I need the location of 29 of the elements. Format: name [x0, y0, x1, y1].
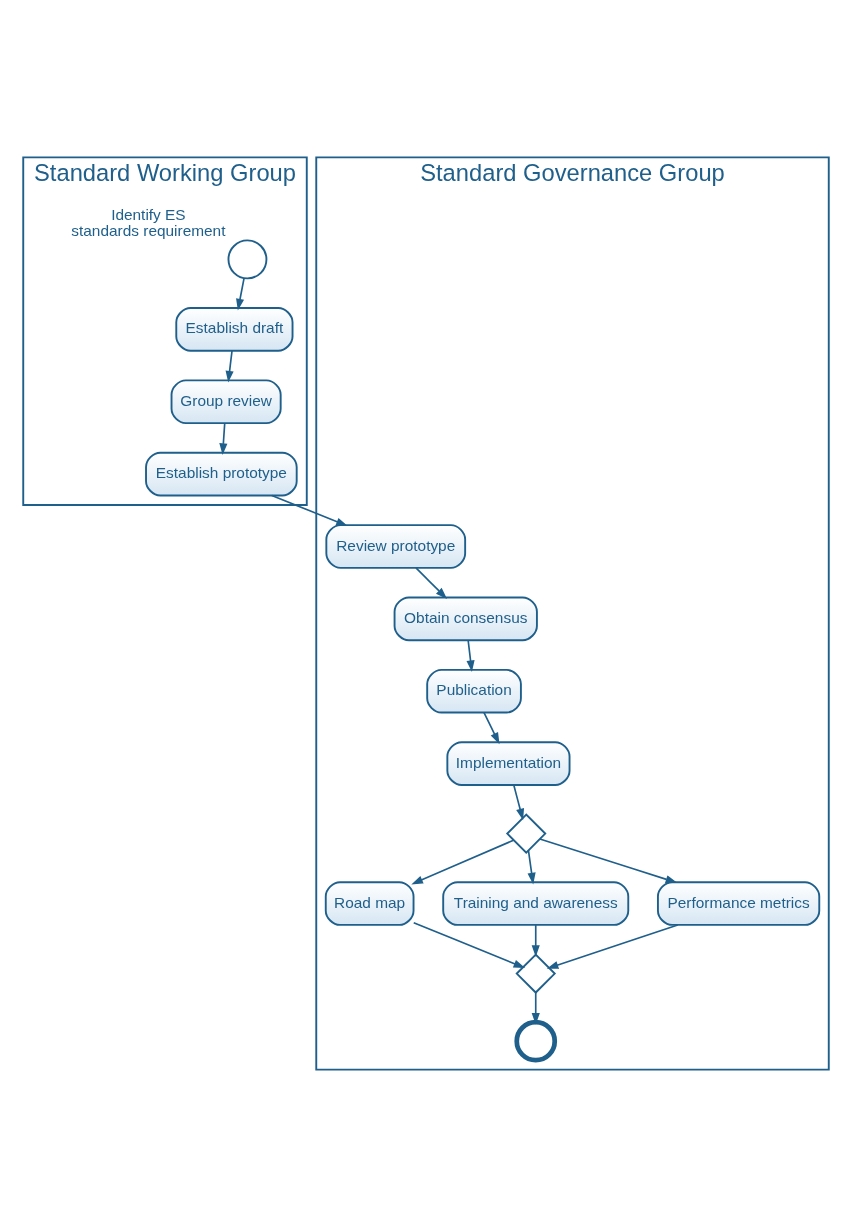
node-label: Identify ES standards requirement [70, 205, 225, 239]
arrow [512, 783, 524, 820]
node-box: Implementation [445, 740, 570, 786]
arrow [531, 923, 540, 957]
arrow [410, 838, 514, 884]
arrow [414, 566, 447, 599]
arrow [531, 991, 540, 1025]
arrow [235, 277, 245, 310]
node-box: Performance metrics [656, 880, 820, 926]
node-box: Group review [170, 378, 282, 424]
node-box: Obtain consensus [393, 596, 538, 641]
arrow [482, 711, 499, 744]
node-box: Establish prototype [144, 451, 298, 496]
node-circle [513, 1019, 557, 1063]
node-box: Review prototype [324, 523, 466, 569]
arrow [527, 849, 536, 884]
arrow [466, 638, 475, 672]
arrow [538, 837, 677, 883]
arrow [225, 349, 234, 383]
node-box: Publication [425, 668, 522, 713]
node-circle [227, 238, 267, 279]
node-diamond [505, 812, 547, 854]
arrow [218, 421, 227, 455]
arrow [412, 921, 525, 968]
node-box: Establish draft [174, 306, 293, 352]
arrow [270, 494, 348, 526]
arrow [546, 923, 679, 969]
node-box: Training and awareness [441, 880, 629, 926]
node-box: Road map [324, 880, 414, 926]
